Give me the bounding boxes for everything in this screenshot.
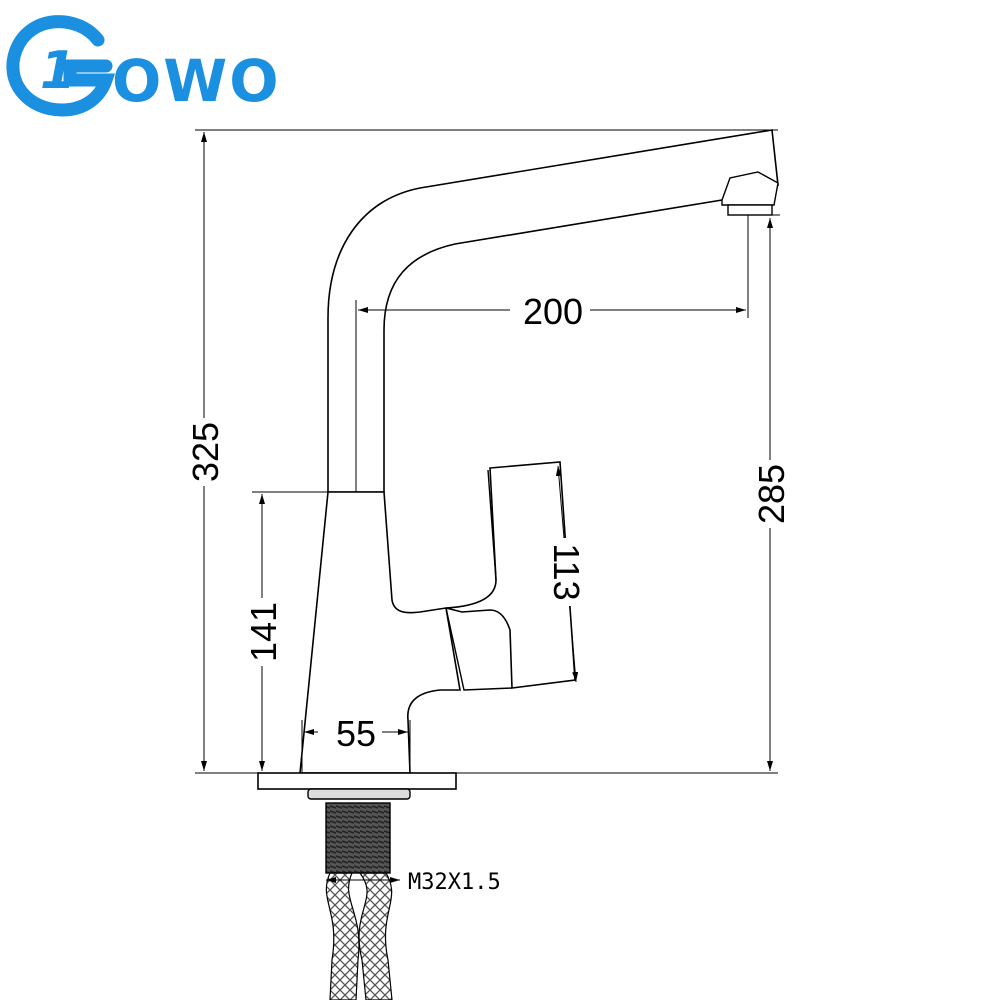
mounting-nut <box>307 788 411 800</box>
brand-mark: 1 <box>40 41 76 101</box>
label-total-height: 325 <box>185 422 226 482</box>
label-spout-reach: 200 <box>523 291 583 332</box>
lever-handle <box>445 461 576 689</box>
label-handle-length: 113 <box>546 543 587 600</box>
label-spout-height: 285 <box>751 464 792 524</box>
label-base-diameter: 55 <box>336 713 376 754</box>
faucet-body <box>299 491 461 774</box>
brand-name: OWO <box>112 47 281 115</box>
aerator-tip <box>727 204 773 216</box>
threaded-shank <box>325 802 391 874</box>
braided-hose-right <box>358 872 393 1000</box>
brand-logo-icon: 1 <box>6 15 116 117</box>
braided-hose-left <box>325 872 360 1000</box>
label-thread-size: M32X1.5 <box>408 870 501 895</box>
aerator <box>721 171 779 206</box>
base-plate <box>257 772 457 790</box>
label-body-height: 141 <box>243 602 284 662</box>
